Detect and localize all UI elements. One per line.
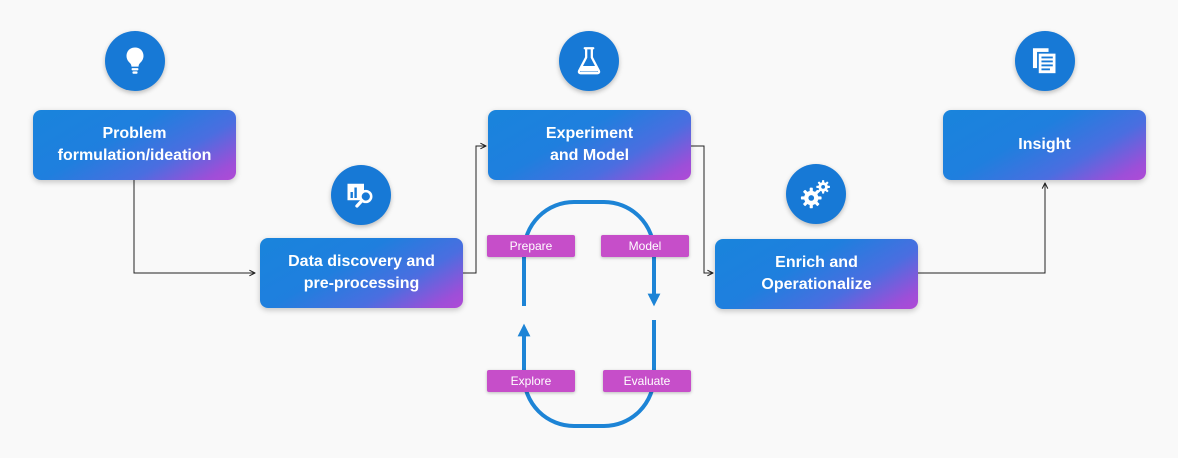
cycle-loop-top — [522, 200, 661, 307]
stage-problem-line2: formulation/ideation — [57, 147, 212, 164]
stage-data-discovery: Data discovery and pre-processing — [260, 238, 463, 308]
cycle-tag-explore: Explore — [487, 370, 575, 392]
cycle-tag-evaluate: Evaluate — [603, 370, 691, 392]
stage-experiment-model: Experiment and Model — [488, 110, 691, 180]
stage-experiment-line2: and Model — [549, 147, 630, 164]
lightbulb-icon — [105, 31, 165, 91]
cycle-tag-prepare: Prepare — [487, 235, 575, 257]
stage-enrich-line2: Operationalize — [761, 276, 872, 293]
chart-search-icon — [331, 165, 391, 225]
stage-experiment-line1: Experiment — [545, 125, 634, 142]
stage-discovery-line2: pre-processing — [303, 275, 420, 292]
connector-experiment-to-enrich — [690, 145, 713, 273]
cycle-tag-model: Model — [601, 235, 689, 257]
connector-discovery-to-experiment — [462, 146, 486, 274]
stage-enrich-operationalize: Enrich and Operationalize — [715, 239, 918, 309]
connector-enrich-to-insight — [917, 183, 1045, 274]
stage-problem-formulation: Problem formulation/ideation — [33, 110, 236, 180]
cycle-loop-bottom — [517, 320, 656, 428]
connector-problem-to-discovery — [133, 180, 255, 273]
stage-discovery-line1: Data discovery and — [288, 253, 435, 270]
document-icon — [1015, 31, 1075, 91]
stage-enrich-line1: Enrich and — [775, 254, 858, 271]
stage-insight-label: Insight — [1018, 136, 1071, 153]
gears-icon — [786, 164, 846, 224]
flask-icon — [559, 31, 619, 91]
stage-insight: Insight — [943, 110, 1146, 180]
stage-problem-line1: Problem — [102, 125, 167, 142]
